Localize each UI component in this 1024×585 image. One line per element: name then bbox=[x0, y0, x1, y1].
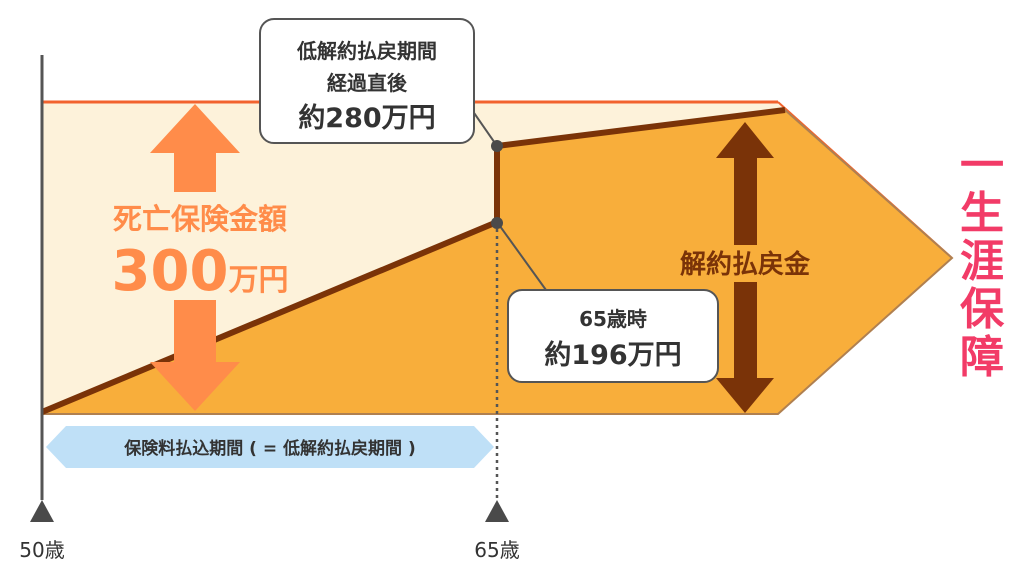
svg-text:保: 保 bbox=[960, 284, 1005, 335]
surrender-value-line bbox=[40, 107, 786, 415]
callout-age65-value: 約196万円 bbox=[544, 339, 681, 371]
svg-text:生: 生 bbox=[960, 188, 1004, 239]
arrow-down-icon bbox=[150, 300, 240, 411]
age-start-label: 50歳 bbox=[19, 538, 64, 562]
triangle-marker-icon bbox=[30, 500, 54, 522]
arrow-up-icon bbox=[150, 104, 240, 192]
surrender-value-label: 解約払戻金 bbox=[680, 249, 811, 280]
lifetime-coverage-label: 一 生 涯 保 障 bbox=[960, 140, 1005, 383]
data-point-280 bbox=[491, 140, 503, 152]
svg-text:涯: 涯 bbox=[960, 236, 1004, 287]
triangle-marker-icon bbox=[485, 500, 509, 522]
double-arrow-up-icon bbox=[716, 122, 774, 245]
callout-connector bbox=[471, 109, 498, 147]
callout-after-period-box bbox=[259, 18, 475, 144]
data-point-196 bbox=[491, 217, 503, 229]
svg-text:障: 障 bbox=[960, 332, 1004, 383]
callout-age65-box bbox=[507, 289, 719, 383]
death-benefit-amount: 300万円 bbox=[112, 239, 289, 304]
callout-age65-line1: 65歳時 bbox=[579, 307, 647, 331]
callout-after-period-line1: 低解約払戻期間 bbox=[296, 39, 437, 63]
svg-text:一: 一 bbox=[960, 140, 1004, 191]
callout-after-period-line2: 経過直後 bbox=[327, 71, 408, 95]
payment-period-bar bbox=[46, 426, 494, 468]
payment-period-label: 保険料払込期間 ( = 低解約払戻期間 ) bbox=[123, 438, 415, 459]
callout-connector bbox=[496, 221, 547, 291]
death-benefit-label: 死亡保険金額 bbox=[113, 202, 287, 236]
double-arrow-down-icon bbox=[716, 282, 774, 413]
age-65-label: 65歳 bbox=[474, 538, 519, 562]
callout-after-period-value: 約280万円 bbox=[298, 102, 435, 134]
